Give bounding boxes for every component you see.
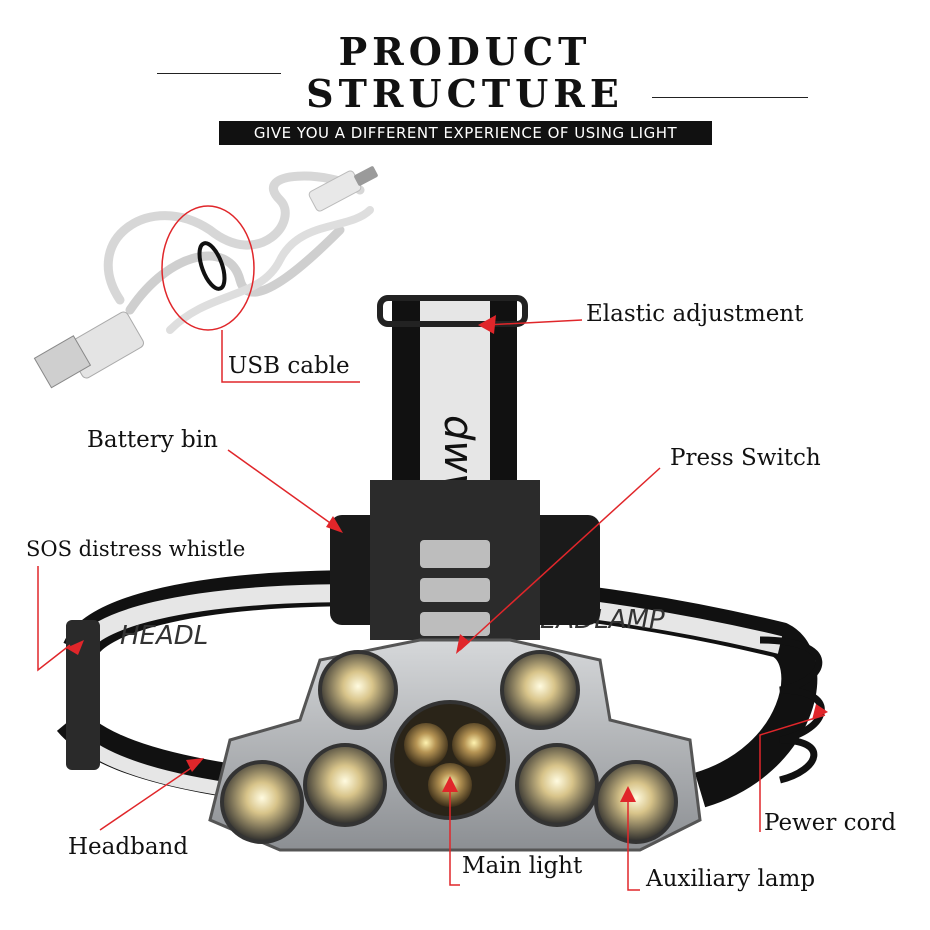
battery-bin-image bbox=[330, 480, 600, 664]
auxiliary-lamp-label: Auxiliary lamp bbox=[646, 866, 816, 892]
sos-whistle-label: SOS distress whistle bbox=[26, 537, 246, 561]
left-band-print: HEADL bbox=[120, 621, 208, 651]
callout-lines bbox=[37, 319, 826, 891]
elastic-adjustment-label: Elastic adjustment bbox=[586, 301, 804, 327]
usb-cable-image bbox=[33, 166, 378, 389]
lens-upper-right bbox=[500, 650, 580, 730]
lens-left bbox=[303, 743, 387, 827]
power-cord-coil bbox=[759, 636, 825, 784]
battery-bin-label: Battery bin bbox=[87, 427, 218, 453]
heading-line-2: STRUCTURE bbox=[306, 71, 624, 116]
lens-far-left bbox=[220, 760, 304, 844]
usb-cable-label: USB cable bbox=[228, 353, 350, 379]
lens-upper-left bbox=[318, 650, 398, 730]
tagline-banner: GIVE YOU A DIFFERENT EXPERIENCE OF USING… bbox=[219, 121, 712, 145]
left-lower-band-print: MP bbox=[120, 713, 156, 741]
top-strap-image: dwv bbox=[377, 295, 528, 500]
lamp-housing bbox=[208, 638, 702, 852]
heading-rule-left bbox=[157, 73, 281, 74]
elastic-buckle bbox=[377, 295, 528, 327]
left-buckle bbox=[66, 620, 100, 770]
callout-arrowheads bbox=[66, 315, 828, 802]
press-switch-label: Press Switch bbox=[670, 445, 821, 471]
main-light-label: Main light bbox=[462, 853, 583, 879]
usb-highlight-circle bbox=[161, 205, 255, 331]
headband-label: Headband bbox=[68, 834, 189, 860]
heading-rule-right bbox=[652, 97, 808, 98]
heading-line-1: PRODUCT bbox=[338, 29, 592, 74]
power-cord-label: Pewer cord bbox=[764, 810, 897, 836]
lens-right bbox=[515, 743, 599, 827]
cable-tie bbox=[197, 241, 227, 291]
